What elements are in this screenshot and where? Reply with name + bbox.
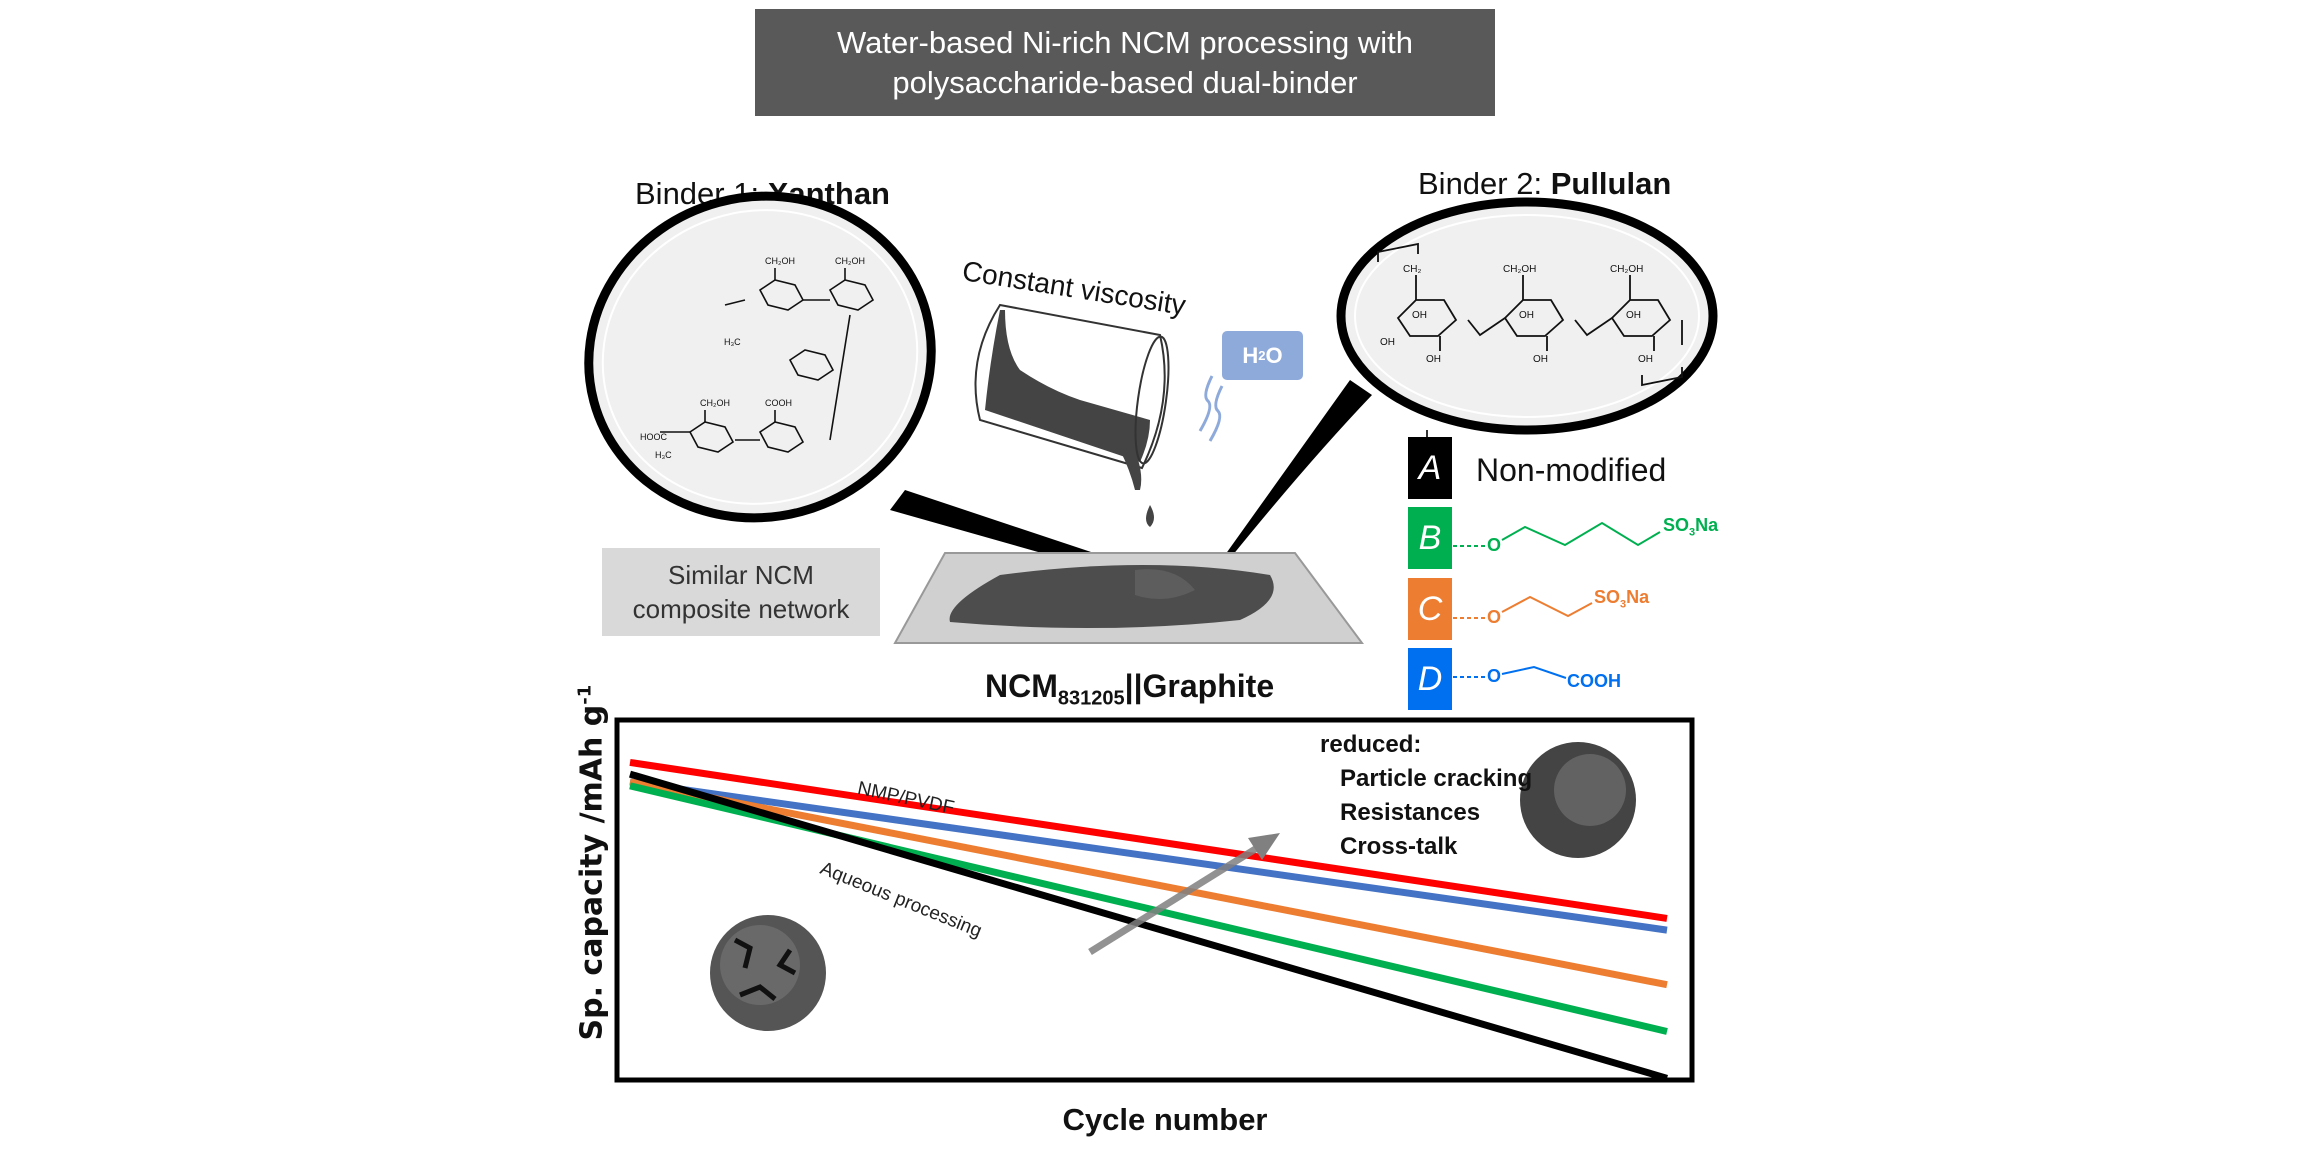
similar-line-2: composite network: [632, 594, 850, 624]
binder2-prefix: Binder 2:: [1418, 166, 1551, 201]
svg-text:OH: OH: [1533, 354, 1548, 365]
chart-title-main: NCM: [985, 668, 1058, 704]
mod-box-B: B: [1408, 507, 1452, 569]
svg-text:OH: OH: [1638, 354, 1653, 365]
mod-chain-D: [1453, 665, 1567, 679]
series-line-4: [629, 770, 1668, 1082]
reduced-title: reduced:: [1320, 731, 1422, 758]
series-line-0: [629, 758, 1668, 922]
mod-letter-B: B: [1418, 518, 1442, 557]
reduced-list: reduced: Particle cracking Resistances C…: [1320, 728, 1532, 864]
cracked-particle-icon: [710, 915, 826, 1031]
slurry-film: [949, 565, 1274, 629]
mod-B-end-group: SO3Na: [1663, 515, 1718, 539]
mod-box-D: D: [1408, 648, 1452, 710]
chart-title-sub: 831205: [1057, 687, 1125, 710]
pullulan-structure: [1377, 242, 1683, 387]
binder2-label: Binder 2: Pullulan: [1418, 166, 1671, 202]
mod-B-end: SO: [1663, 515, 1690, 535]
svg-text:CH₂: CH₂: [1403, 264, 1421, 275]
series-line-2: [629, 778, 1668, 989]
svg-text:CH₂OH: CH₂OH: [835, 256, 865, 266]
mod-B-oxygen: O: [1487, 535, 1502, 555]
reduced-item: Resistances: [1340, 799, 1481, 826]
mod-letter-D: D: [1417, 659, 1443, 698]
y-axis-label: Sp. capacity /mAh g-1: [575, 685, 610, 1041]
mod-C-oxygen: O: [1487, 607, 1502, 627]
mod-C-end-group: SO3Na: [1594, 587, 1649, 611]
svg-text:H₃C: H₃C: [655, 450, 672, 460]
svg-text:CH₂OH: CH₂OH: [1503, 264, 1536, 275]
title-line-2: polysaccharide-based dual-binder: [892, 64, 1358, 100]
mod-chain-C: [1453, 595, 1593, 619]
improvement-arrow: [1088, 833, 1280, 955]
svg-text:OH: OH: [1426, 354, 1441, 365]
y-axis-label-sup: -1: [574, 684, 596, 705]
reduced-item: Cross-talk: [1340, 833, 1458, 860]
mod-letter-C: C: [1417, 589, 1443, 628]
svg-text:CH₂OH: CH₂OH: [765, 256, 795, 266]
svg-text:CH₂OH: CH₂OH: [1610, 264, 1643, 275]
chart-title: NCM831205||Graphite: [985, 668, 1274, 710]
pullulan-lens: CH₂ CH₂OH CH₂OH OH OH OH OH OH OH OH: [1336, 197, 1718, 438]
chart-title-tail: ||Graphite: [1124, 668, 1275, 704]
mod-D-end-group: COOH: [1567, 671, 1621, 691]
pullulan-pointer: [1225, 380, 1372, 556]
svg-text:HOOC: HOOC: [640, 432, 668, 442]
xanthan-lens: CH₂OH CH₂OH COOH CH₂OH HOOC H₃C H₃C: [584, 191, 936, 523]
water-wave-icon: [1198, 375, 1224, 442]
mod-letter-A: A: [1418, 448, 1442, 487]
mod-C-end: SO: [1594, 587, 1621, 607]
mod-C-sub: 3: [1620, 598, 1627, 611]
series-line-1: [629, 778, 1668, 934]
svg-text:OH: OH: [1519, 310, 1534, 321]
y-axis-label-text: Sp. capacity /mAh g: [574, 704, 610, 1041]
svg-text:CH₂OH: CH₂OH: [700, 398, 730, 408]
mod-chain-B: [1453, 521, 1661, 547]
water-o: O: [1265, 342, 1283, 368]
electrode-plate: [893, 552, 1364, 644]
reduced-item: Particle cracking: [1340, 765, 1533, 792]
title-banner: Water-based Ni-rich NCM processing with …: [755, 9, 1495, 116]
svg-text:H₃C: H₃C: [724, 337, 741, 347]
xanthan-structure: [660, 268, 875, 453]
svg-text:COOH: COOH: [765, 398, 792, 408]
mod-B-sub: 3: [1689, 526, 1696, 539]
water-sub: 2: [1258, 348, 1266, 363]
beaker-icon: [974, 303, 1170, 527]
non-modified-label: Non-modified: [1476, 452, 1667, 488]
intact-particle-icon: [1520, 742, 1636, 858]
capacity-chart: [614, 717, 1695, 1083]
water-h: H: [1242, 342, 1259, 368]
similar-line-1: Similar NCM: [668, 560, 814, 590]
mod-B-tail: Na: [1695, 515, 1719, 535]
drop-icon: [1146, 505, 1154, 527]
svg-text:OH: OH: [1626, 310, 1641, 321]
binder2-name: Pullulan: [1550, 166, 1672, 201]
svg-text:OH: OH: [1380, 337, 1395, 348]
similar-network-box: Similar NCM composite network: [602, 548, 880, 636]
mod-box-A: A: [1408, 437, 1452, 499]
x-axis-label: Cycle number: [1062, 1102, 1268, 1137]
mod-box-C: C: [1408, 578, 1452, 640]
svg-text:OH: OH: [1412, 310, 1427, 321]
mod-D-oxygen: O: [1487, 666, 1502, 686]
mod-C-tail: Na: [1626, 587, 1650, 607]
title-line-1: Water-based Ni-rich NCM processing with: [837, 24, 1413, 60]
